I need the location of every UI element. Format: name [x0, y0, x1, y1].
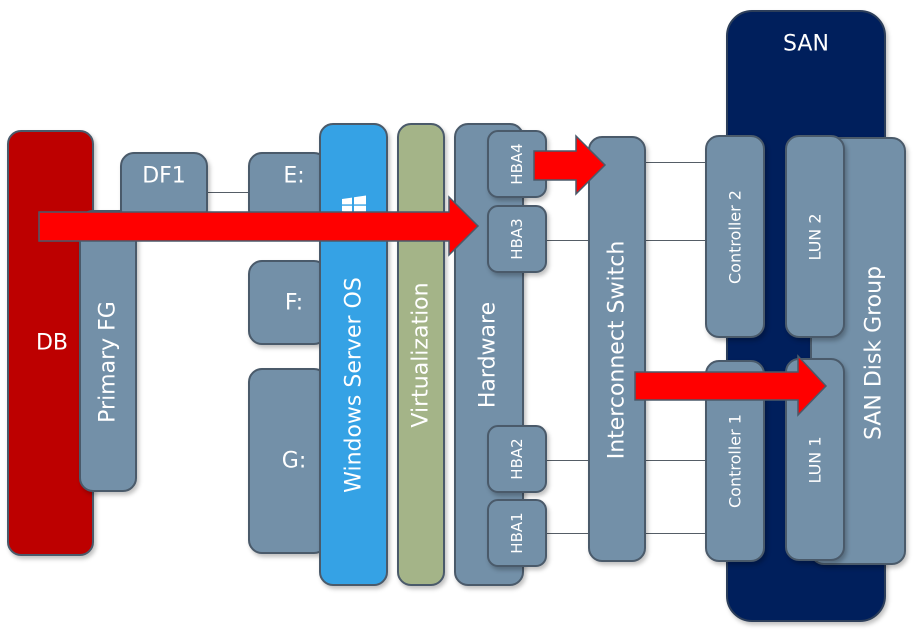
- line-hba1-switch: [546, 533, 590, 534]
- line-switch-controller2-top: [644, 162, 708, 163]
- windows-os-node[interactable]: Windows Server OS: [319, 123, 388, 586]
- line-hba3-switch: [546, 240, 590, 241]
- lun2-node[interactable]: LUN 2: [785, 135, 845, 338]
- line-switch-controller2: [644, 240, 708, 241]
- drive-f-node[interactable]: F:: [248, 260, 328, 345]
- drive-e-label: E:: [283, 163, 305, 189]
- primary-fg-node[interactable]: Primary FG: [79, 210, 137, 492]
- arrow-db-to-hba3: [38, 195, 480, 257]
- virtualization-node[interactable]: Virtualization: [397, 123, 445, 586]
- interconnect-switch-node[interactable]: Interconnect Switch: [588, 136, 646, 562]
- db-label: DB: [35, 330, 69, 356]
- df1-label: DF1: [142, 163, 186, 189]
- line-switch-controller1-bottom: [644, 533, 708, 534]
- drive-g-node[interactable]: G:: [248, 368, 328, 554]
- windows-logo-icon: [342, 195, 366, 215]
- controller2-node[interactable]: Controller 2: [705, 135, 765, 338]
- line-hba2-switch: [546, 460, 590, 461]
- drive-g-label: G:: [281, 448, 307, 474]
- line-df1-e: [206, 192, 250, 193]
- hba2-node[interactable]: HBA2: [487, 425, 547, 493]
- san-label: SAN: [783, 31, 829, 57]
- arrow-switch-to-lun1: [634, 354, 828, 417]
- drive-f-label: F:: [284, 290, 304, 315]
- hba1-node[interactable]: HBA1: [487, 499, 547, 567]
- arrow-hba4-to-switch: [533, 134, 607, 196]
- line-switch-controller1: [644, 460, 708, 461]
- hba3-node[interactable]: HBA3: [487, 205, 547, 273]
